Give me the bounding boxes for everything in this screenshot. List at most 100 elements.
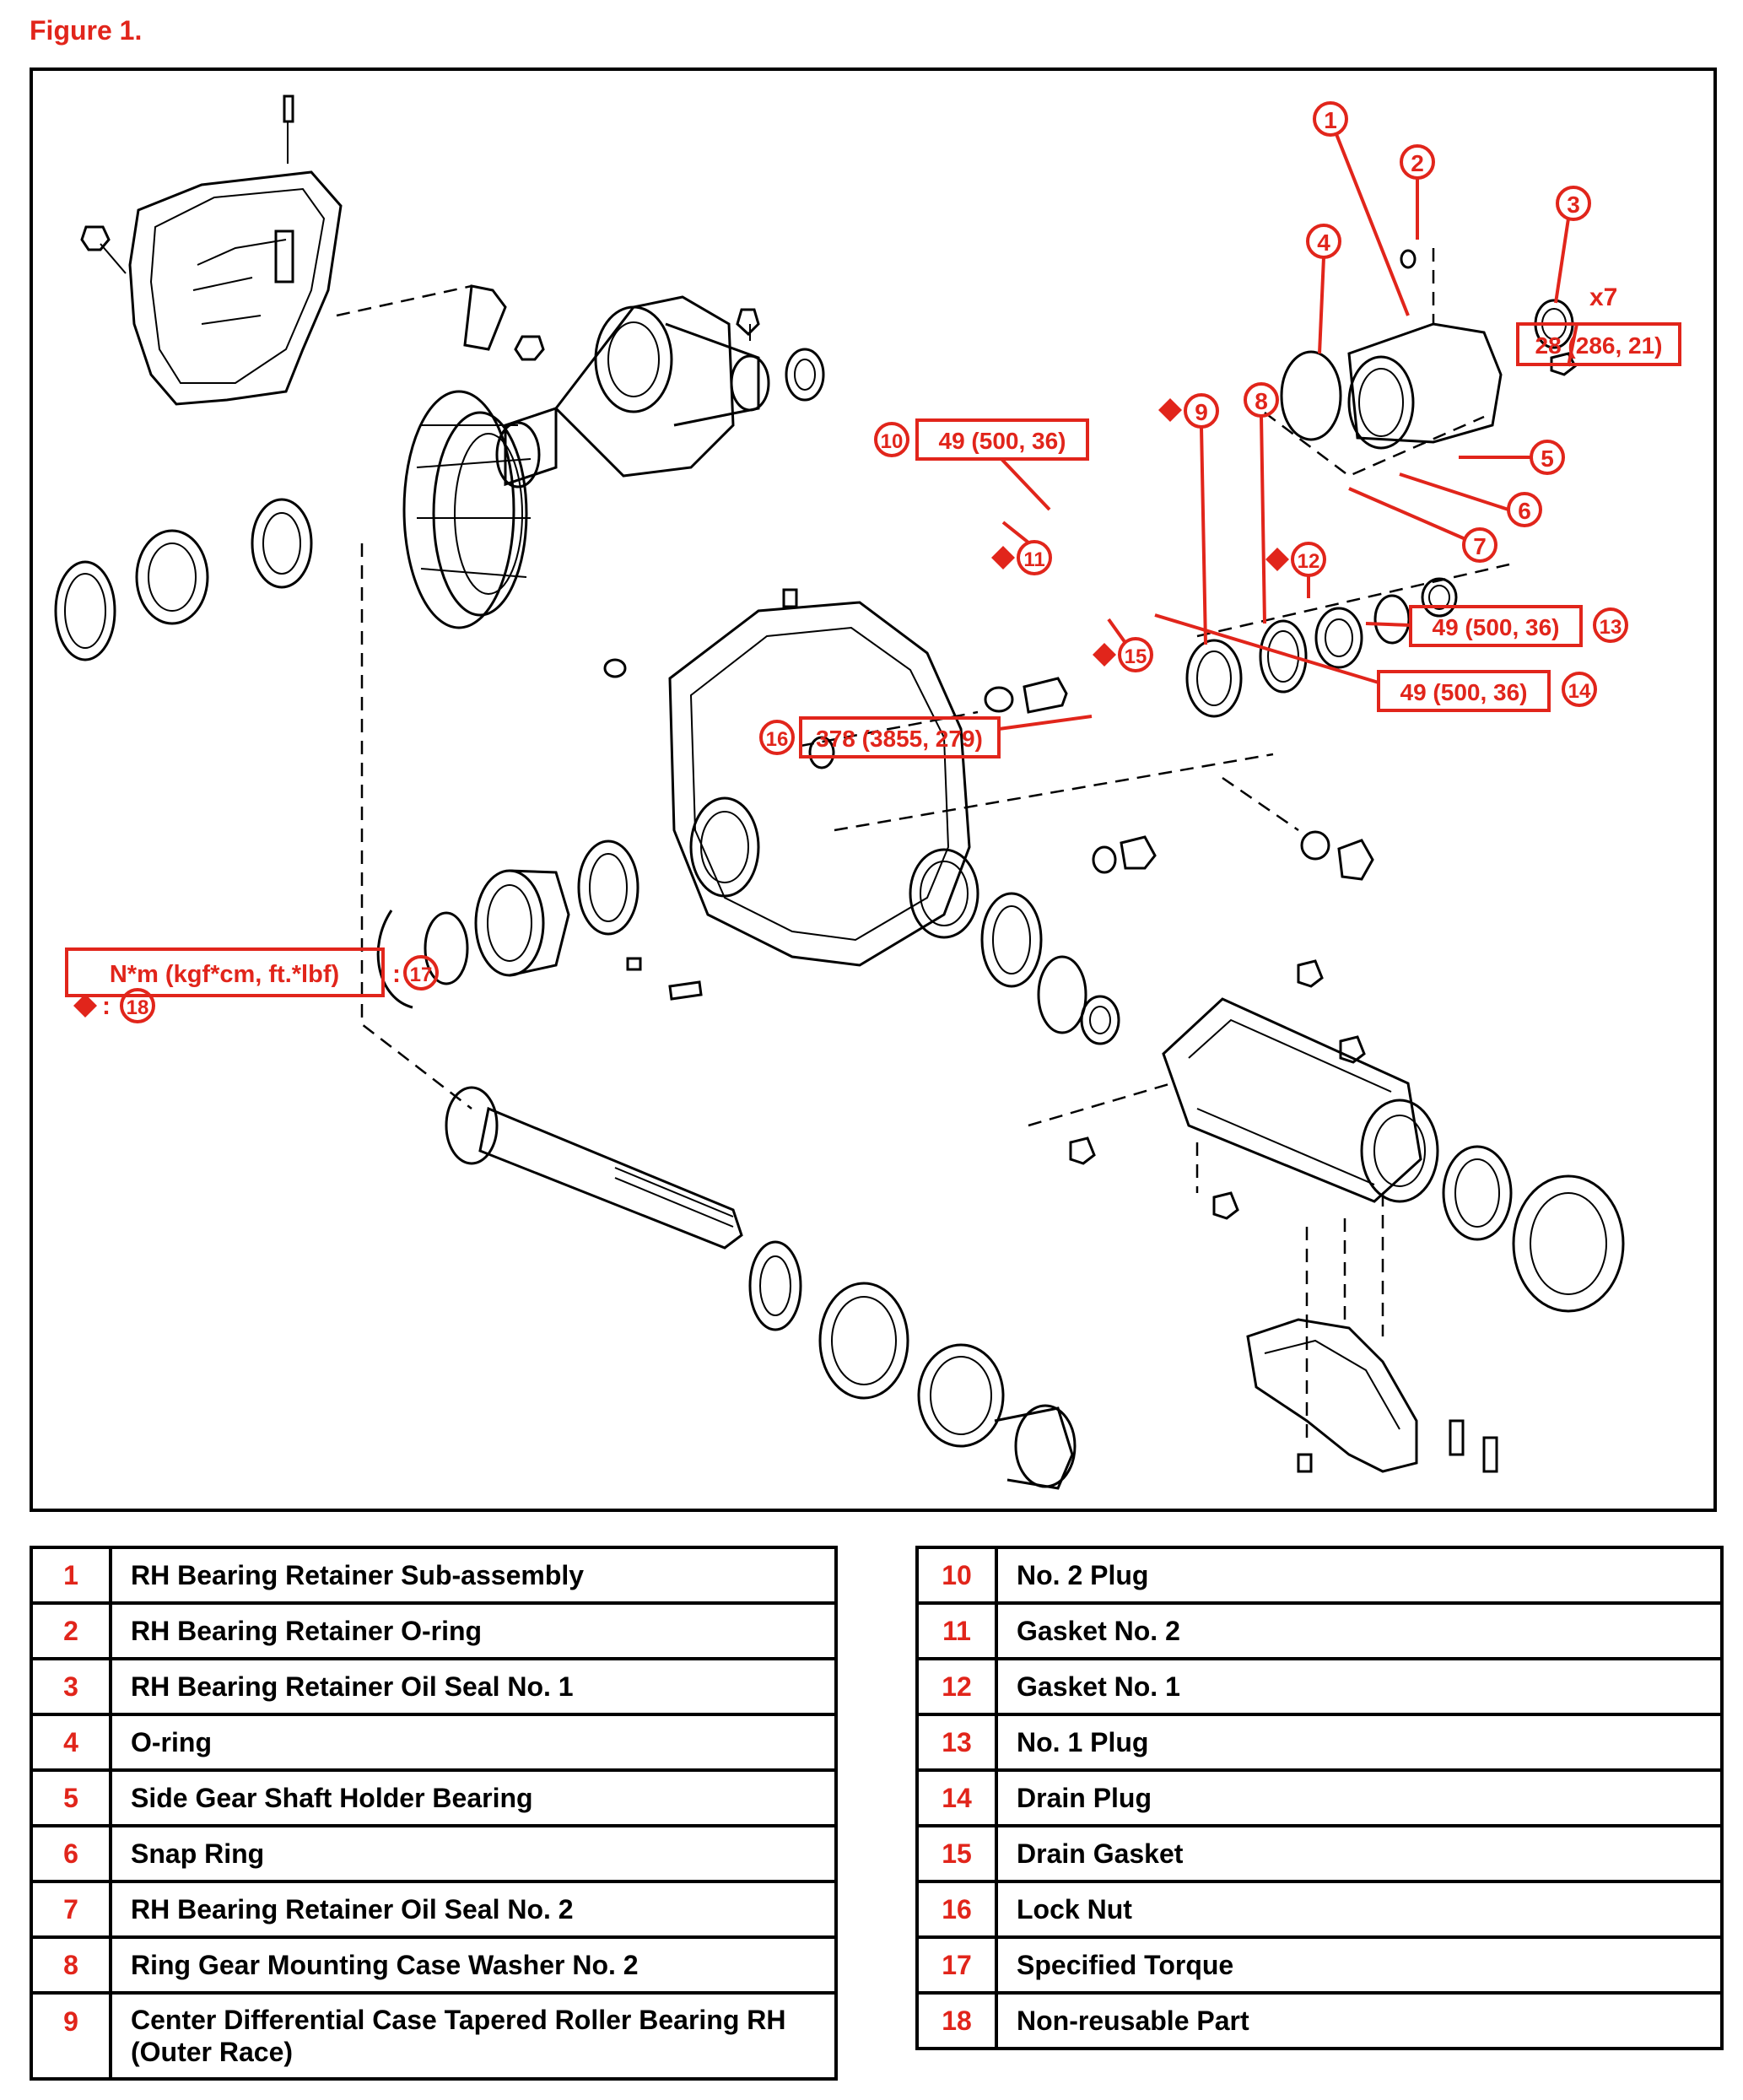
part-number: 6 xyxy=(30,1824,112,1883)
callout-14: 14 xyxy=(1568,680,1591,703)
part-name: Snap Ring xyxy=(109,1824,838,1883)
rear-cover xyxy=(80,94,343,406)
callout-4: 4 xyxy=(1317,229,1330,256)
callout-17: 17 xyxy=(410,964,433,986)
table-row: 9 Center Differential Case Tapered Roller… xyxy=(30,1991,838,2081)
differential-case xyxy=(495,295,825,489)
torque-unit-box xyxy=(65,947,385,997)
part-number: 4 xyxy=(30,1713,112,1772)
part-number: 2 xyxy=(30,1601,112,1660)
left-bearings xyxy=(54,498,313,661)
torque-3: 28 (286, 21) xyxy=(1535,332,1663,359)
callout-2: 2 xyxy=(1411,150,1424,176)
part-name: No. 1 Plug xyxy=(995,1713,1724,1772)
callout-circle xyxy=(1313,101,1348,137)
diamond-icon xyxy=(73,994,97,1018)
legend-colon: : xyxy=(392,960,401,988)
part-number: 13 xyxy=(915,1713,998,1772)
legend-torque-unit: N*m (kgf*cm, ft.*lbf) xyxy=(110,961,339,988)
part-number: 18 xyxy=(915,1991,998,2050)
right-retainer xyxy=(1264,248,1577,478)
legend: N*m (kgf*cm, ft.*lbf) : 17 : 18 xyxy=(65,947,439,1023)
part-name-line2: (Outer Race) xyxy=(131,2037,294,2067)
part-name: Gasket No. 1 xyxy=(995,1657,1724,1716)
front-seals xyxy=(376,839,703,1009)
callout-1: 1 xyxy=(1324,107,1337,133)
callout-5: 5 xyxy=(1541,445,1554,472)
part-number: 5 xyxy=(30,1768,112,1827)
legend-diamond-colon: : xyxy=(102,992,111,1020)
plugs-gaskets xyxy=(800,677,1374,881)
part-number: 16 xyxy=(915,1880,998,1939)
cover-bracket xyxy=(336,284,545,361)
part-number: 1 xyxy=(30,1546,112,1605)
part-number: 12 xyxy=(915,1657,998,1716)
output-bearings xyxy=(980,892,1120,1045)
part-number: 3 xyxy=(30,1657,112,1716)
part-name: Ring Gear Mounting Case Washer No. 2 xyxy=(109,1935,838,1995)
part-number: 15 xyxy=(915,1824,998,1883)
part-name: Lock Nut xyxy=(995,1880,1724,1939)
callout-15: 15 xyxy=(1125,645,1147,668)
callout-x7: x7 xyxy=(1589,283,1617,311)
callout-11: 11 xyxy=(1023,548,1044,571)
part-number: 8 xyxy=(30,1935,112,1995)
callouts: 1 2 3 4 x7 28 (286, 21) 9 8 5 6 xyxy=(759,101,1681,758)
extension-housing xyxy=(1028,959,1625,1313)
part-number: 9 xyxy=(30,1991,112,2081)
ring-gear xyxy=(402,390,532,629)
part-name: No. 2 Plug xyxy=(995,1546,1724,1605)
callout-16: 16 xyxy=(766,728,789,751)
part-number: 17 xyxy=(915,1935,998,1995)
callout-7: 7 xyxy=(1473,533,1487,559)
torque-10: 49 (500, 36) xyxy=(939,428,1066,454)
part-name: Side Gear Shaft Holder Bearing xyxy=(109,1768,838,1827)
part-name: Gasket No. 2 xyxy=(995,1601,1724,1660)
callout-12: 12 xyxy=(1298,550,1320,573)
part-name-line1: Center Differential Case Tapered Roller … xyxy=(131,2005,786,2035)
part-name: Non-reusable Part xyxy=(995,1991,1724,2050)
part-number: 11 xyxy=(915,1601,998,1660)
transfer-case-housing xyxy=(603,588,979,967)
callout-8: 8 xyxy=(1255,388,1268,414)
part-number: 14 xyxy=(915,1768,998,1827)
part-number: 7 xyxy=(30,1880,112,1939)
diagram-canvas: 1 2 3 4 x7 28 (286, 21) 9 8 5 6 xyxy=(54,94,1681,1490)
torque-16: 378 (3855, 279) xyxy=(816,726,983,752)
part-name: Drain Plug xyxy=(995,1768,1724,1827)
diamond-icon xyxy=(1158,398,1182,422)
callout-13: 13 xyxy=(1600,616,1622,639)
part-name: Drain Gasket xyxy=(995,1824,1724,1883)
part-name: Specified Torque xyxy=(995,1935,1724,1995)
part-name: O-ring xyxy=(109,1713,838,1772)
mount-bracket xyxy=(1246,1193,1498,1473)
callout-6: 6 xyxy=(1518,498,1531,524)
figure-title: Figure 1. xyxy=(30,15,143,46)
torque-14: 49 (500, 36) xyxy=(1400,679,1528,705)
callout-18: 18 xyxy=(127,996,149,1019)
part-name: RH Bearing Retainer O-ring xyxy=(109,1601,838,1660)
part-name: Center Differential Case Tapered Roller … xyxy=(109,1991,838,2081)
part-name: RH Bearing Retainer Oil Seal No. 2 xyxy=(109,1880,838,1939)
callout-3: 3 xyxy=(1567,192,1580,218)
torque-13: 49 (500, 36) xyxy=(1433,614,1560,640)
part-name: RH Bearing Retainer Sub-assembly xyxy=(109,1546,838,1605)
